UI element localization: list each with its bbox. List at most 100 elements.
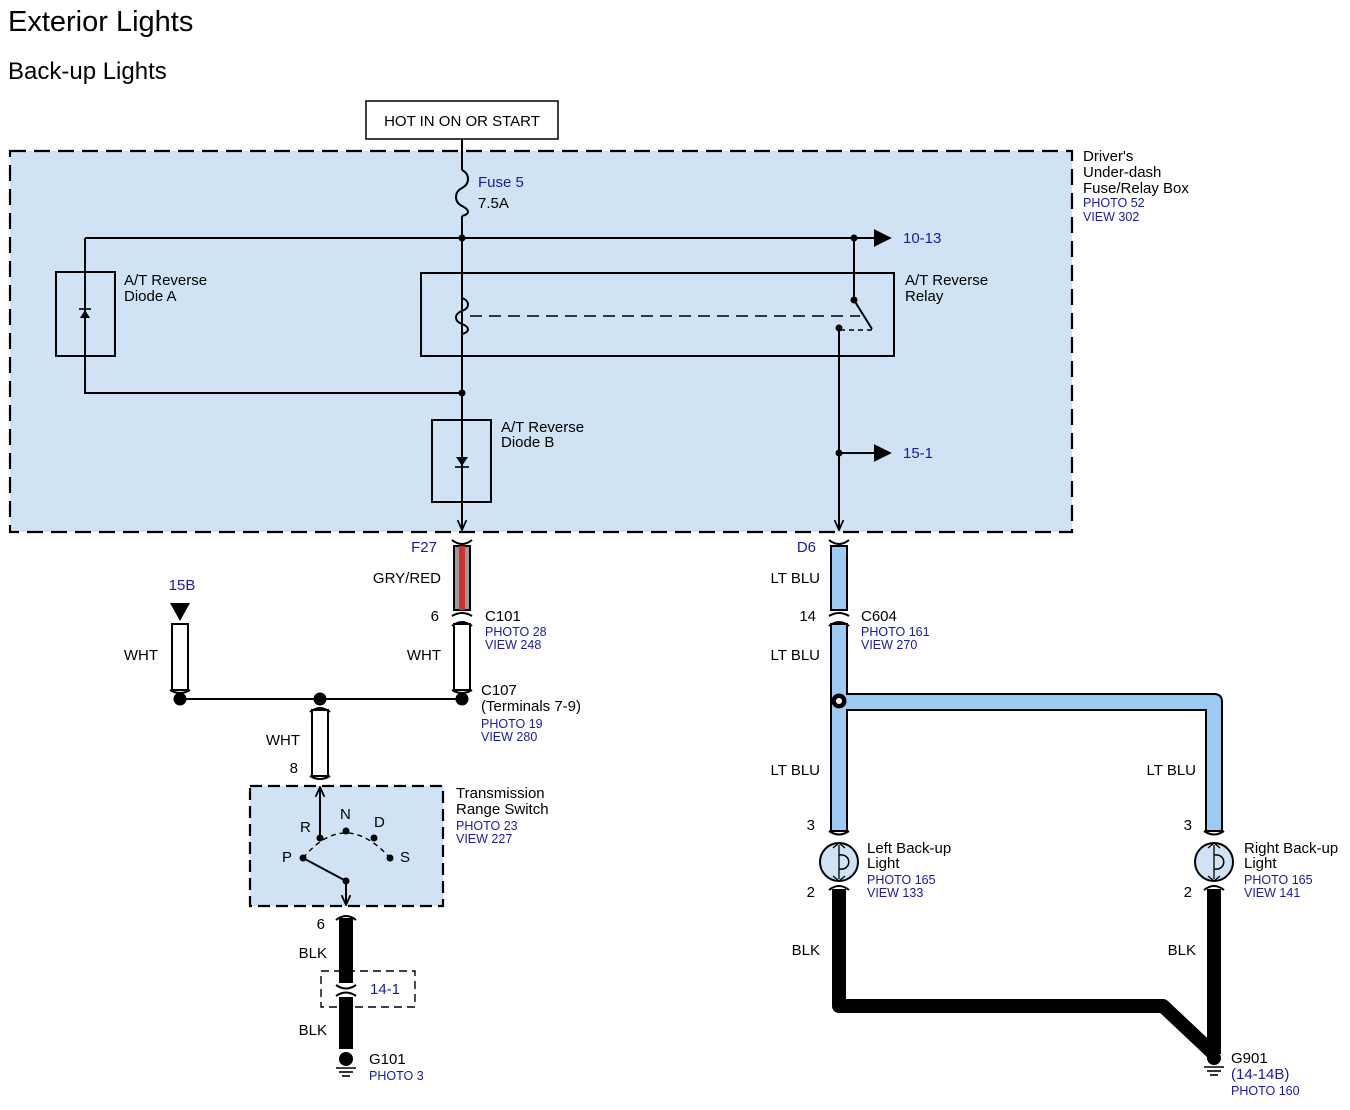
fuse-rating: 7.5A: [478, 195, 509, 212]
fuse-box-label: Driver's Under-dash Fuse/Relay Box PHOTO…: [1083, 148, 1189, 224]
wire-lt-blu-d6: [830, 545, 848, 611]
g901-ground-icon: [1204, 1051, 1224, 1076]
ref-14-1: 14-1: [370, 981, 400, 998]
wire-label-lt-blu-1: LT BLU: [771, 570, 820, 587]
wire-label-blk-2: BLK: [299, 1022, 327, 1039]
wire-wht-15b: [171, 623, 189, 691]
ref-15-1: 15-1: [903, 445, 933, 462]
g101-ground-icon: [336, 1052, 356, 1077]
svg-text:(Terminals 7-9): (Terminals 7-9): [481, 698, 581, 715]
trs-pos-r: R: [300, 819, 311, 836]
svg-text:VIEW 302: VIEW 302: [1083, 210, 1139, 224]
wire-label-wht-3: WHT: [266, 732, 300, 749]
fuse-symbol: [455, 169, 469, 217]
svg-text:Under-dash: Under-dash: [1083, 164, 1161, 181]
svg-text:VIEW 133: VIEW 133: [867, 886, 923, 900]
wire-label-wht-1: WHT: [407, 647, 441, 664]
ref-15b-arrow: [170, 603, 190, 621]
power-label-box: [365, 100, 559, 140]
diode-b-label-2: Diode B: [501, 434, 554, 451]
svg-text:G901: G901: [1231, 1050, 1268, 1067]
c101-pin: 6: [431, 608, 439, 625]
svg-text:(14-14B): (14-14B): [1231, 1066, 1289, 1083]
svg-text:PHOTO 52: PHOTO 52: [1083, 196, 1145, 210]
left-light-bottom-pin: 2: [807, 884, 815, 901]
wire-gry-red: [451, 539, 473, 617]
wire-label-wht-2: WHT: [124, 647, 158, 664]
trs-pos-s: S: [400, 849, 410, 866]
ref-10-13: 10-13: [903, 230, 941, 247]
svg-text:C604: C604: [861, 608, 897, 625]
wire-wht-c101: [453, 623, 471, 691]
diode-b-label-1: A/T Reverse: [501, 419, 584, 436]
fuse-relay-box: [8, 149, 1074, 534]
svg-text:C101: C101: [485, 608, 521, 625]
diode-a-label-1: A/T Reverse: [124, 272, 207, 289]
right-light-top-pin: 3: [1184, 817, 1192, 834]
wire-blk-trs: [339, 918, 353, 983]
relay-coil: [455, 297, 469, 335]
svg-text:Fuse/Relay Box: Fuse/Relay Box: [1083, 180, 1189, 197]
right-light-bottom-pin: 2: [1184, 884, 1192, 901]
wire-label-gry-red: GRY/RED: [373, 570, 441, 587]
trs-top-pin: 8: [290, 760, 298, 777]
svg-text:VIEW 227: VIEW 227: [456, 832, 512, 846]
wire-label-lt-blu-4: LT BLU: [1147, 762, 1196, 779]
right-bulb-icon: [1194, 842, 1234, 882]
svg-text:Range Switch: Range Switch: [456, 801, 549, 818]
wire-label-lt-blu-3: LT BLU: [771, 762, 820, 779]
wire-blk-lights: [832, 889, 1219, 1060]
trs-pos-p: P: [282, 849, 292, 866]
relay-box: [420, 272, 895, 357]
power-label: HOT IN ON OR START: [384, 113, 540, 130]
svg-text:VIEW 280: VIEW 280: [481, 730, 537, 744]
left-light-top-pin: 3: [807, 817, 815, 834]
svg-text:PHOTO 165: PHOTO 165: [867, 873, 936, 887]
svg-text:C107: C107: [481, 682, 517, 699]
diode-a-label-2: Diode A: [124, 288, 177, 305]
left-light-label: Left Back-up Light PHOTO 165 VIEW 133: [867, 840, 951, 900]
ref-15b: 15B: [169, 577, 196, 594]
trs-label: Transmission Range Switch PHOTO 23 VIEW …: [456, 785, 549, 846]
c604-label: C604 PHOTO 161 VIEW 270: [861, 608, 930, 652]
svg-text:PHOTO 28: PHOTO 28: [485, 625, 547, 639]
svg-text:VIEW 141: VIEW 141: [1244, 886, 1300, 900]
relay-label-2: Relay: [905, 288, 944, 305]
trs-bottom-pin: 6: [317, 916, 325, 933]
wire-label-blk-4: BLK: [1168, 942, 1196, 959]
svg-text:Driver's: Driver's: [1083, 148, 1133, 165]
relay-label-1: A/T Reverse: [905, 272, 988, 289]
terminal-d6: D6: [797, 539, 816, 556]
terminal-f27: F27: [411, 539, 437, 556]
svg-text:PHOTO 160: PHOTO 160: [1231, 1084, 1300, 1098]
diode-a-symbol: [79, 308, 91, 318]
wire-blk-g101: [339, 997, 353, 1049]
svg-text:Left Back-up: Left Back-up: [867, 840, 951, 857]
fuse-name: Fuse 5: [478, 174, 524, 191]
ref-14-1-box: [320, 970, 416, 1008]
diode-b-box: [431, 419, 492, 503]
trs-arc: [302, 832, 391, 859]
svg-text:Light: Light: [867, 855, 900, 872]
svg-text:VIEW 248: VIEW 248: [485, 638, 541, 652]
g101-label: G101 PHOTO 3: [369, 1051, 424, 1083]
wire-label-blk-3: BLK: [792, 942, 820, 959]
svg-text:VIEW 270: VIEW 270: [861, 638, 917, 652]
wire-wht-trs: [311, 709, 329, 777]
wire-label-lt-blu-2: LT BLU: [771, 647, 820, 664]
svg-text:PHOTO 19: PHOTO 19: [481, 717, 543, 731]
svg-text:G101: G101: [369, 1051, 406, 1068]
svg-text:Transmission: Transmission: [456, 785, 545, 802]
page-title: Exterior Lights: [8, 6, 193, 38]
svg-text:PHOTO 3: PHOTO 3: [369, 1069, 424, 1083]
wire-lt-blu-tree: [830, 623, 1223, 832]
page-subtitle: Back-up Lights: [8, 58, 167, 85]
wire-label-blk-1: BLK: [299, 945, 327, 962]
c107-label: C107 (Terminals 7-9) PHOTO 19 VIEW 280: [481, 682, 581, 744]
c604-pin: 14: [799, 608, 816, 625]
left-bulb-icon: [819, 842, 859, 882]
trs-pos-n: N: [340, 806, 351, 823]
c101-label: C101 PHOTO 28 VIEW 248: [485, 608, 547, 652]
right-light-label: Right Back-up Light PHOTO 165 VIEW 141: [1244, 840, 1338, 900]
